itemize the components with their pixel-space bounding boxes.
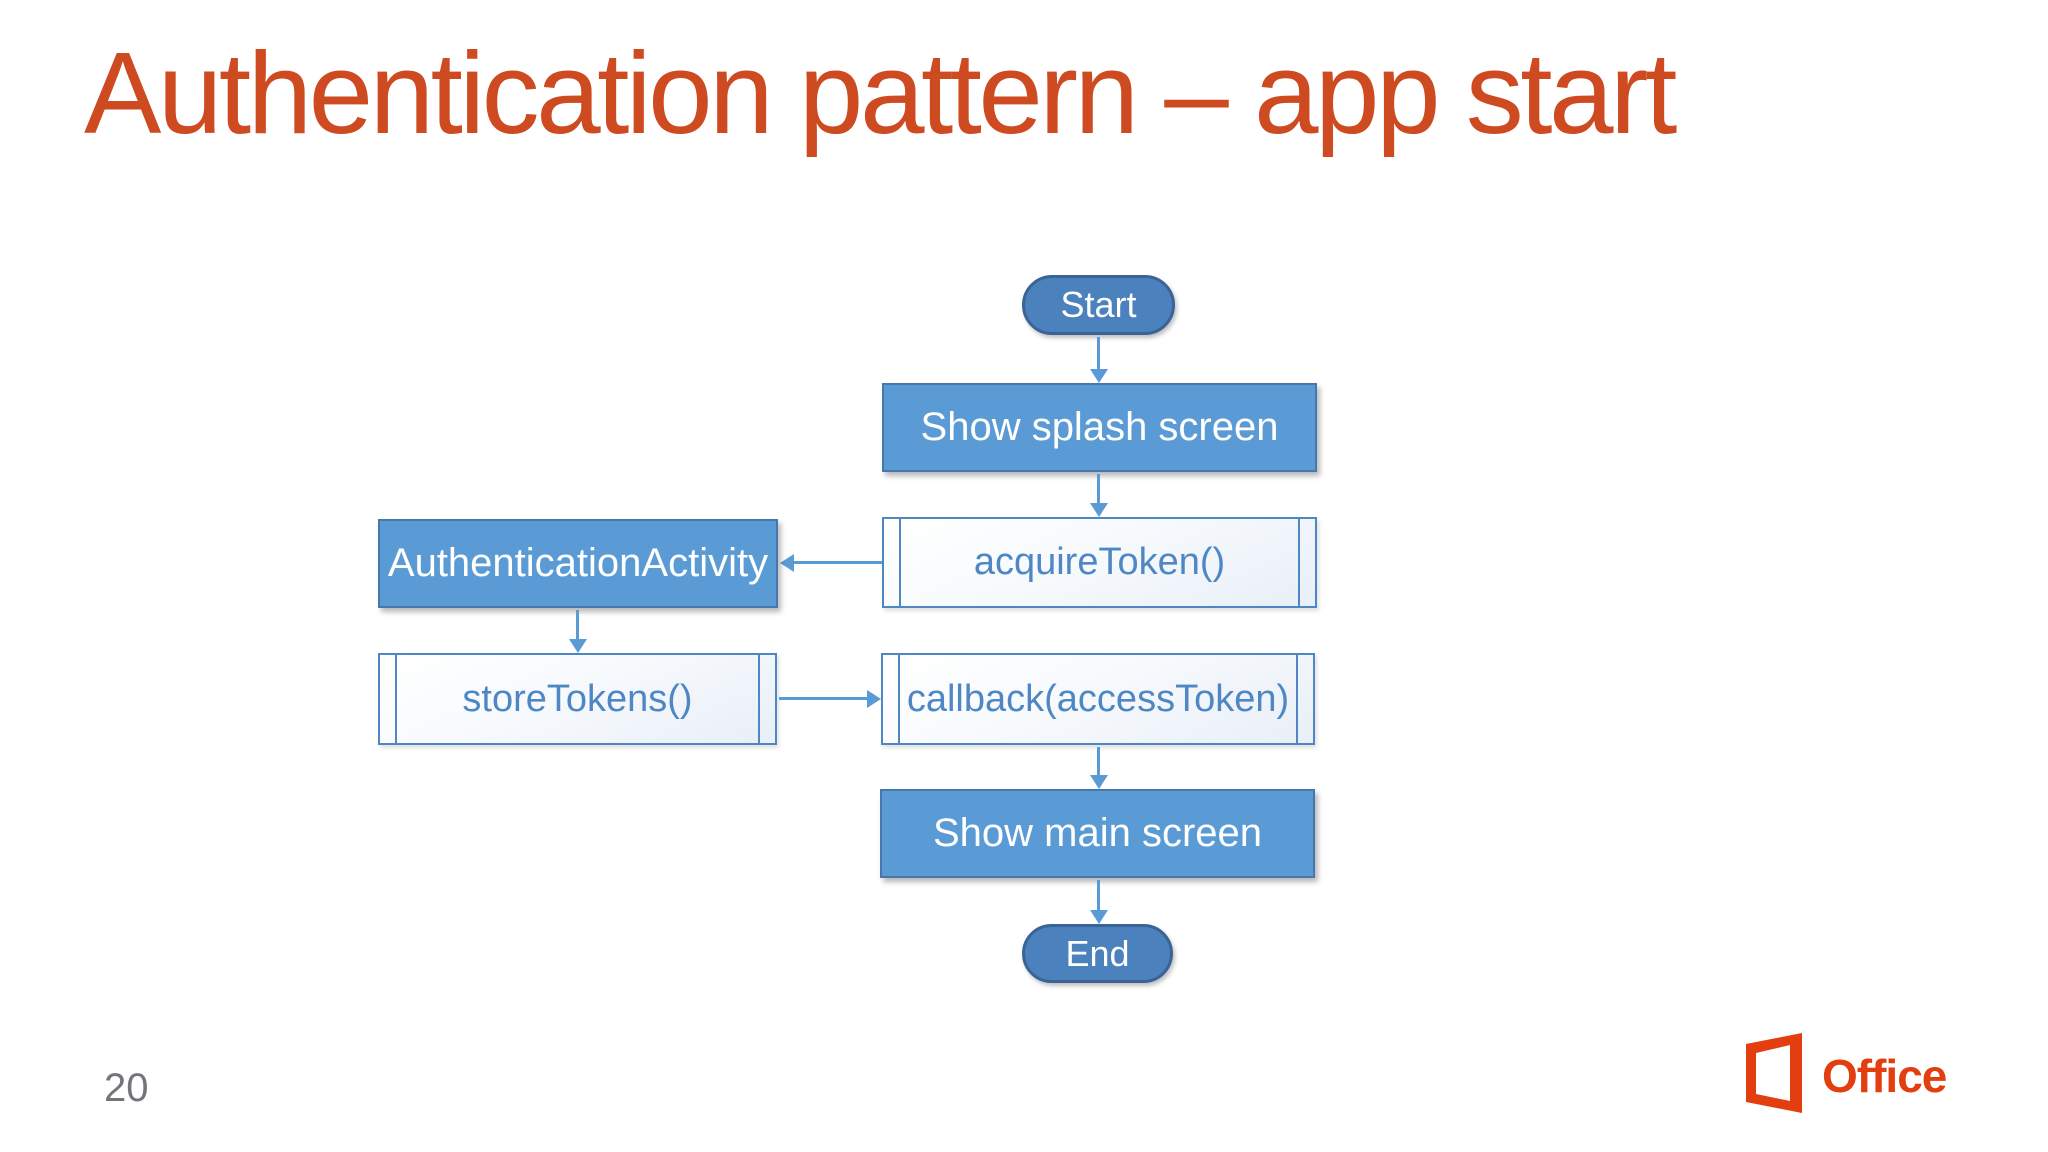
flowchart-node-end: End [1022, 924, 1173, 983]
arrowhead-right-icon [867, 689, 881, 708]
connector-authenticationactivity-to-storetokens [568, 610, 587, 653]
flowchart-node-authentication-activity: AuthenticationActivity [378, 519, 778, 608]
arrowhead-down-icon [1089, 775, 1108, 789]
flowchart-node-start: Start [1022, 275, 1175, 335]
arrowhead-down-icon [1089, 503, 1108, 517]
connector-storetokens-to-callback [779, 689, 881, 708]
arrowhead-down-icon [1089, 910, 1108, 924]
slide-title: Authentication pattern – app start [84, 28, 1677, 158]
arrowhead-down-icon [568, 639, 587, 653]
flowchart-node-store-tokens: storeTokens() [378, 653, 777, 745]
flowchart-node-acquire-token: acquireToken() [882, 517, 1317, 608]
flowchart-node-show-splash-screen: Show splash screen [882, 383, 1317, 472]
arrowhead-down-icon [1089, 369, 1108, 383]
office-logo: Office [1740, 1032, 1947, 1116]
arrowhead-left-icon [780, 553, 794, 572]
office-logo-text: Office [1822, 1050, 1947, 1102]
page-number: 20 [104, 1066, 149, 1110]
flowchart-node-callback-access-token: callback(accessToken) [881, 653, 1315, 745]
office-icon [1746, 1033, 1802, 1113]
connector-callback-to-mainscreen [1089, 747, 1108, 789]
connector-mainscreen-to-end [1089, 880, 1108, 924]
connector-acquiretoken-to-authenticationactivity [780, 553, 882, 572]
flowchart-node-show-main-screen: Show main screen [880, 789, 1315, 878]
connector-start-to-splash [1089, 337, 1108, 383]
connector-splash-to-acquiretoken [1089, 474, 1108, 517]
